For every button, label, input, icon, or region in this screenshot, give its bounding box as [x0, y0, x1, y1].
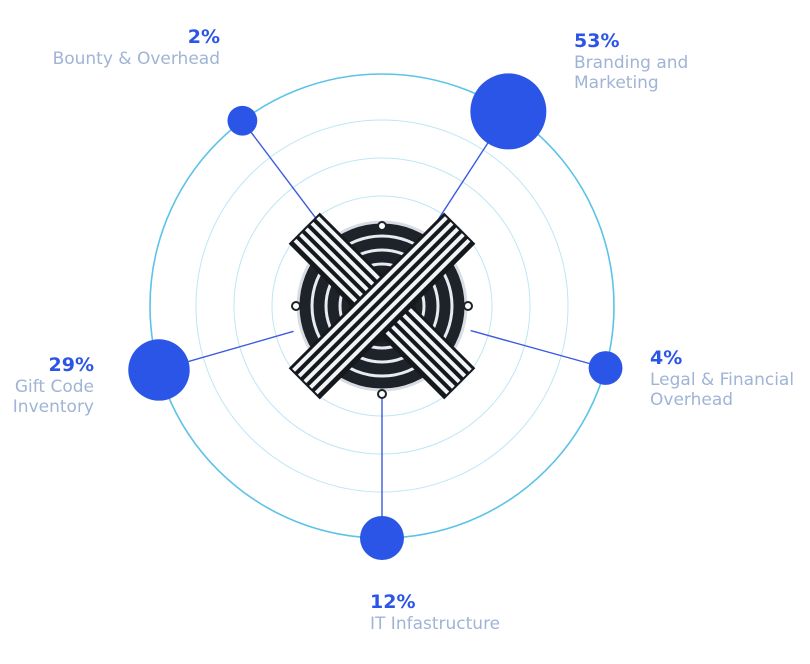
emblem-band — [288, 212, 476, 400]
branding-name-line2: Marketing — [574, 73, 659, 94]
bounty-percent: 2% — [187, 26, 220, 48]
connector-legal — [470, 329, 606, 369]
marker-it — [360, 516, 404, 560]
emblem-stripe — [292, 216, 448, 372]
marker-giftcode — [128, 339, 190, 401]
marker-branding — [470, 73, 547, 150]
legal-name-line2: Overhead — [650, 390, 734, 411]
emblem-node-4 — [463, 301, 473, 311]
emblem-stripe — [297, 221, 454, 378]
branding-percent: 53% — [574, 30, 620, 52]
emblem-stripe — [309, 233, 465, 389]
label-it: 12% IT Infastructure — [370, 591, 500, 634]
it-percent: 12% — [370, 591, 416, 613]
it-name: IT Infastructure — [370, 613, 501, 634]
label-branding: 53% Branding and Marketing — [574, 30, 688, 94]
marker-bounty — [227, 105, 258, 136]
emblem-ring-1 — [310, 234, 454, 378]
emblem-node-2 — [377, 389, 387, 399]
marker-legal — [588, 351, 623, 385]
emblem-stripe — [303, 227, 460, 384]
giftcode-name-line2: Inventory — [12, 397, 94, 418]
branding-name-line1: Branding and — [574, 52, 689, 73]
legal-name-line1: Legal & Financial — [650, 369, 795, 390]
x-emblem-icon — [288, 212, 476, 400]
label-legal: 4% Legal & Financial Overhead — [650, 347, 794, 411]
giftcode-percent: 29% — [48, 354, 94, 376]
label-giftcode: 29% Gift Code Inventory — [13, 354, 94, 418]
emblem-node-3 — [291, 301, 301, 311]
label-bounty: 2% Bounty & Overhead — [53, 26, 220, 69]
emblem-stripe — [314, 238, 471, 395]
legal-percent: 4% — [650, 347, 683, 369]
giftcode-name-line1: Gift Code — [14, 376, 94, 397]
emblem-ring-3 — [338, 262, 426, 350]
bounty-name: Bounty & Overhead — [52, 48, 220, 69]
slice-markers — [128, 73, 623, 560]
emblem-node-1 — [377, 221, 387, 231]
emblem-ring-2 — [324, 248, 440, 364]
connector-bounty — [241, 120, 328, 233]
